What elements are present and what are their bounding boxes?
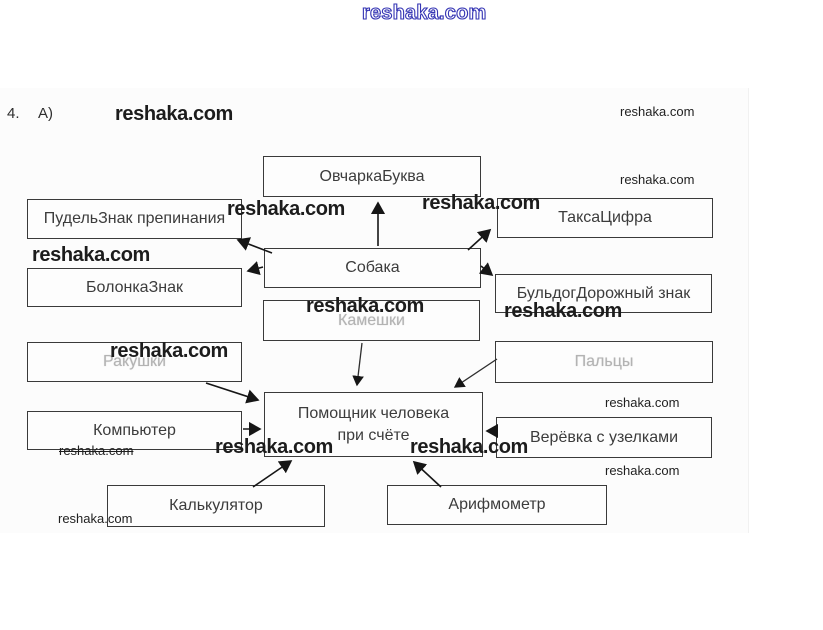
watermark: reshaka.com [306,295,424,317]
box-label: Ракушки [103,353,166,371]
question-letter: А) [38,105,53,122]
box-label-line1: Помощник человека [297,404,450,422]
box-pomoshchnik: Помощник человека при счёте [264,392,483,457]
box-label: ТаксаЦифра [558,209,652,227]
box-bolonka-znak: БолонкаЗнак [27,268,242,307]
box-arifmometr: Арифмометр [387,485,607,525]
box-label: ОвчаркаБуква [319,167,425,185]
box-kameshki: Камешки [263,300,480,341]
watermark: reshaka.com [422,192,540,214]
question-number: 4. [7,105,20,122]
watermark: reshaka.com [115,103,233,125]
box-ovcharka-bukva: ОвчаркаБуква [263,156,481,197]
box-taksa-tsifra: ТаксаЦифра [497,198,713,238]
box-label: Камешки [338,311,405,329]
watermark: reshaka.com [504,300,622,322]
watermark: reshaka.com [227,198,345,220]
watermark: reshaka.com [620,172,695,187]
box-label: Калькулятор [169,497,263,515]
box-label: Пальцы [574,353,634,371]
box-kalkulyator: Калькулятор [107,485,325,527]
box-label-line2: при счёте [337,426,410,444]
box-kompyuter: Компьютер [27,411,242,450]
box-sobaka: Собака [264,248,481,288]
box-label: Верёвка с узелками [529,428,679,446]
box-label: Арифмометр [448,496,546,514]
watermark: reshaka.com [215,436,333,458]
box-label: Собака [345,259,400,277]
watermark: reshaka.com [605,463,680,478]
watermark: reshaka.com [59,443,134,458]
watermark: reshaka.com [32,244,150,266]
box-veryovka-s-uzelkami: Верёвка с узелками [496,417,712,458]
box-paltsy: Пальцы [495,341,713,383]
box-pudel-znak-prepinaniya: ПудельЗнак препинания [27,199,242,239]
watermark: reshaka.com [605,395,680,410]
watermark: reshaka.com [410,436,528,458]
watermark: reshaka.com [620,104,695,119]
watermark: reshaka.com [110,340,228,362]
box-label: БульдогДорожный знак [516,284,691,302]
box-label: БолонкаЗнак [86,278,183,296]
watermark: reshaka.com [58,511,133,526]
box-rakushki: Ракушки [27,342,242,382]
box-label: Компьютер [93,421,176,439]
box-buldog-dorozhny-znak: БульдогДорожный знак [495,274,712,313]
watermark-blue-top: reshaka.com [361,1,487,24]
box-label: ПудельЗнак препинания [43,210,226,228]
